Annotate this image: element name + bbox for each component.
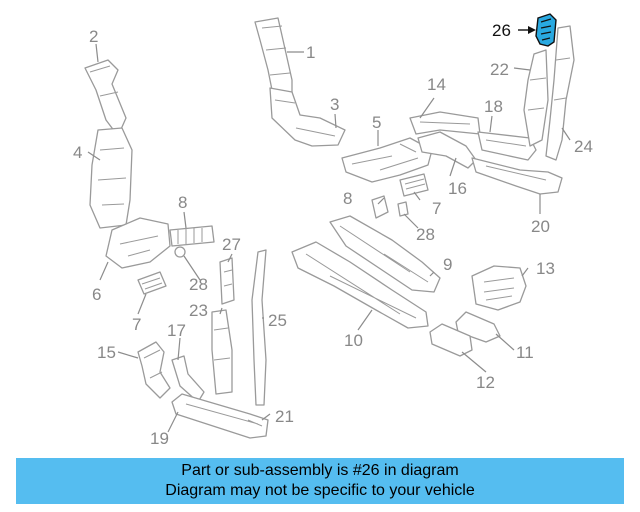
callout-21: 21 <box>275 407 294 426</box>
callout-20: 20 <box>531 217 550 236</box>
part-8-vent-left <box>169 225 215 247</box>
callout-4: 4 <box>73 143 82 162</box>
part-25-pipe <box>251 249 267 406</box>
part-4-duct <box>89 127 133 229</box>
part-18-duct <box>477 131 537 161</box>
callout-6: 6 <box>92 285 101 304</box>
part-14-duct <box>409 111 481 135</box>
part-19-duct <box>171 393 269 439</box>
callout-27: 27 <box>222 235 241 254</box>
part-1-duct <box>254 17 293 101</box>
part-8-bracket-center <box>371 195 389 219</box>
callout-labels: 1 2 3 4 5 6 7 7 8 8 9 10 11 12 13 14 15 … <box>73 21 593 448</box>
part-24-duct <box>545 25 575 161</box>
part-7-vent-center <box>399 173 429 197</box>
callout-25: 25 <box>268 311 287 330</box>
part-20-duct <box>471 157 563 195</box>
callout-8-left: 8 <box>178 193 187 212</box>
part-9-duct <box>329 215 441 293</box>
part-12-duct <box>429 323 473 357</box>
callout-5: 5 <box>372 113 381 132</box>
part-7-vent-left <box>137 271 167 295</box>
callout-11: 11 <box>516 343 534 362</box>
part-3-duct <box>269 87 346 147</box>
callout-16: 16 <box>448 179 467 198</box>
part-27-bracket <box>219 257 235 305</box>
callout-10: 10 <box>344 331 363 350</box>
callout-26: 26 <box>492 21 511 40</box>
part-15-hose <box>137 341 171 399</box>
leader-lines <box>87 26 571 433</box>
part-10-duct <box>291 241 429 329</box>
callout-8-center: 8 <box>343 189 352 208</box>
part-17-hose <box>171 355 205 403</box>
callout-13: 13 <box>536 259 555 278</box>
callout-22: 22 <box>490 60 509 79</box>
part-26-highlighted[interactable] <box>535 13 557 47</box>
callout-19: 19 <box>150 429 169 448</box>
callout-7-center: 7 <box>432 199 441 218</box>
callout-24: 24 <box>574 137 593 156</box>
banner-disclaimer: Diagram may not be specific to your vehi… <box>165 482 475 499</box>
part-28-clip-center <box>397 201 409 217</box>
callout-23: 23 <box>189 301 208 320</box>
callout-12: 12 <box>476 373 495 392</box>
part-5-housing <box>341 137 433 183</box>
callout-28-center: 28 <box>416 225 435 244</box>
callout-17: 17 <box>167 321 186 340</box>
part-6-housing <box>105 217 171 269</box>
callout-28-left: 28 <box>189 275 208 294</box>
parts-diagram: 1 2 3 4 5 6 7 7 8 8 9 10 11 12 13 14 15 … <box>73 13 593 448</box>
callout-9: 9 <box>443 255 452 274</box>
banner-part-reference: Part or sub-assembly is #26 in diagram <box>181 462 459 479</box>
info-banner: Part or sub-assembly is #26 in diagram D… <box>16 458 624 504</box>
callout-7-left: 7 <box>132 315 141 334</box>
callout-1: 1 <box>306 43 315 62</box>
part-16-duct <box>417 131 477 169</box>
callout-14: 14 <box>427 75 446 94</box>
callout-2: 2 <box>89 27 98 46</box>
part-13-vent <box>471 265 527 311</box>
callout-3: 3 <box>330 95 339 114</box>
part-28-clip-left <box>174 246 186 258</box>
part-2-duct <box>84 59 127 137</box>
part-22-duct <box>523 49 549 147</box>
part-23-duct <box>211 309 233 395</box>
callout-18: 18 <box>484 97 503 116</box>
callout-15: 15 <box>97 343 116 362</box>
